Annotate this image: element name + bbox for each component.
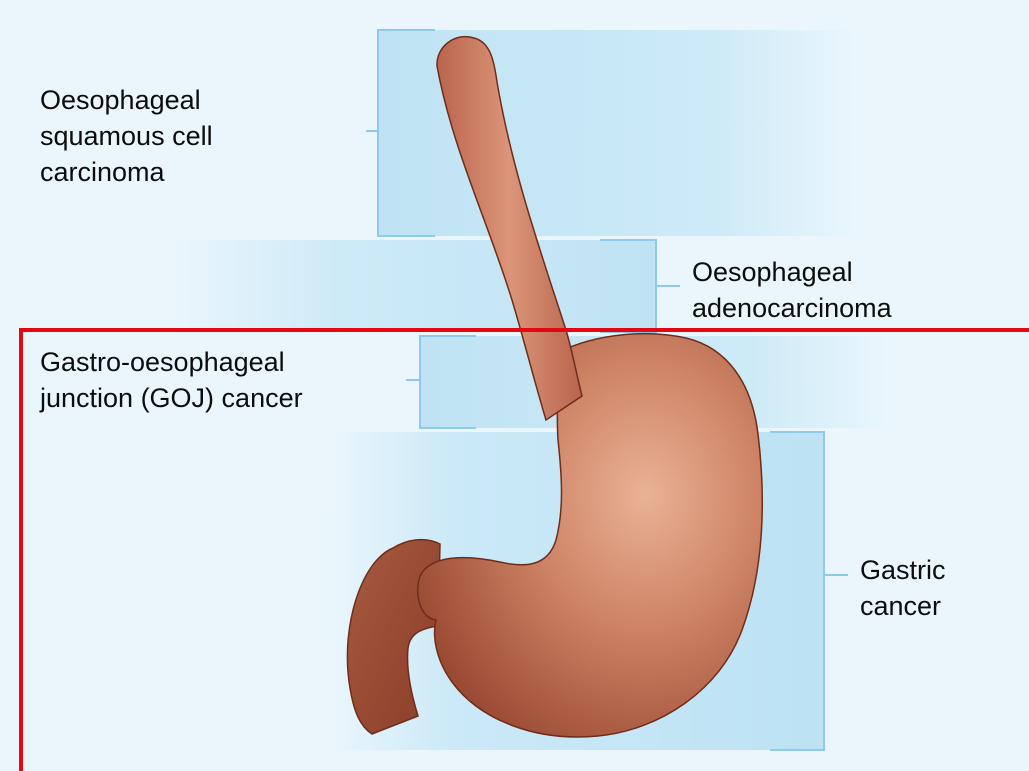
label-goj-cancer: Gastro-oesophageal junction (GOJ) cancer [40, 344, 303, 416]
label-oesophageal-scc: Oesophageal squamous cell carcinoma [40, 82, 213, 190]
oesophageal-adeno-region [170, 240, 680, 332]
label-gastric-cancer: Gastric cancer [860, 552, 946, 624]
label-oesophageal-adenocarcinoma: Oesophageal adenocarcinoma [692, 254, 892, 326]
